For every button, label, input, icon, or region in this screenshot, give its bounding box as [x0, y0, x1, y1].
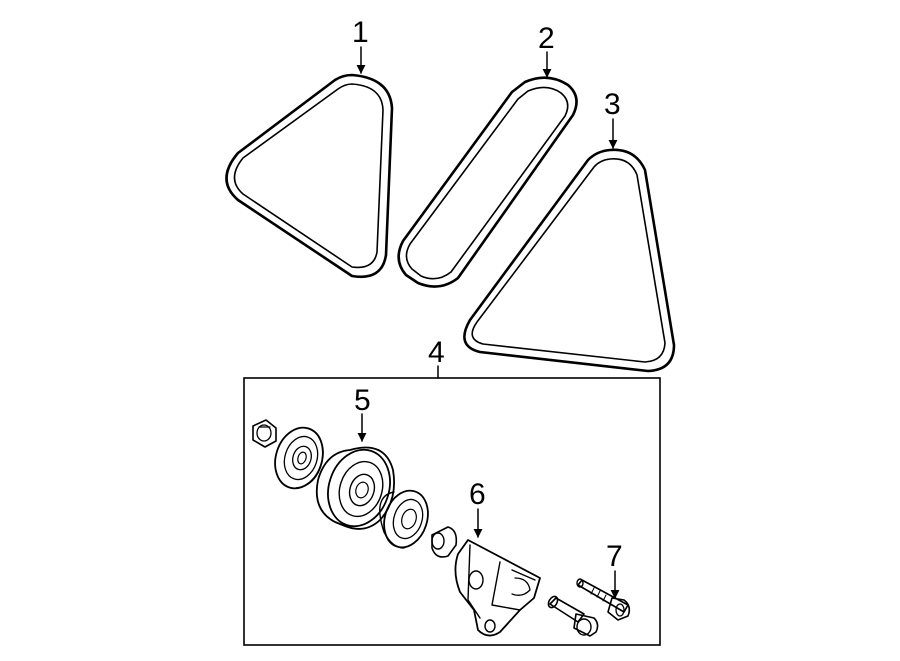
callout-label-5: 5 [354, 384, 371, 417]
callout-4: 4 [428, 336, 445, 379]
callout-7: 7 [606, 540, 623, 599]
callout-label-6: 6 [469, 478, 486, 511]
drive-belt-2[interactable] [397, 76, 578, 288]
rear-dust-shield[interactable] [377, 485, 435, 553]
mounting-bolt[interactable] [547, 595, 599, 637]
callout-label-3: 3 [604, 88, 621, 121]
callout-3: 3 [604, 88, 621, 149]
callout-2: 2 [538, 22, 555, 78]
spacer-bushing[interactable] [431, 526, 458, 558]
callout-label-2: 2 [538, 22, 555, 55]
callout-5: 5 [354, 384, 371, 442]
callout-6: 6 [469, 478, 486, 538]
callout-1: 1 [352, 16, 369, 74]
stud-bolt[interactable] [576, 578, 631, 621]
dust-shield[interactable] [268, 421, 331, 494]
drive-belt-1[interactable] [225, 73, 394, 279]
tensioner-assembly-box[interactable] [243, 377, 661, 646]
idler-pulley[interactable] [315, 442, 400, 535]
callout-label-4: 4 [428, 336, 445, 369]
callout-label-1: 1 [352, 16, 369, 49]
drive-belt-3[interactable] [463, 148, 676, 373]
pulley-nut[interactable] [252, 419, 277, 448]
callout-label-7: 7 [606, 540, 623, 573]
tensioner-bracket[interactable] [454, 539, 541, 637]
